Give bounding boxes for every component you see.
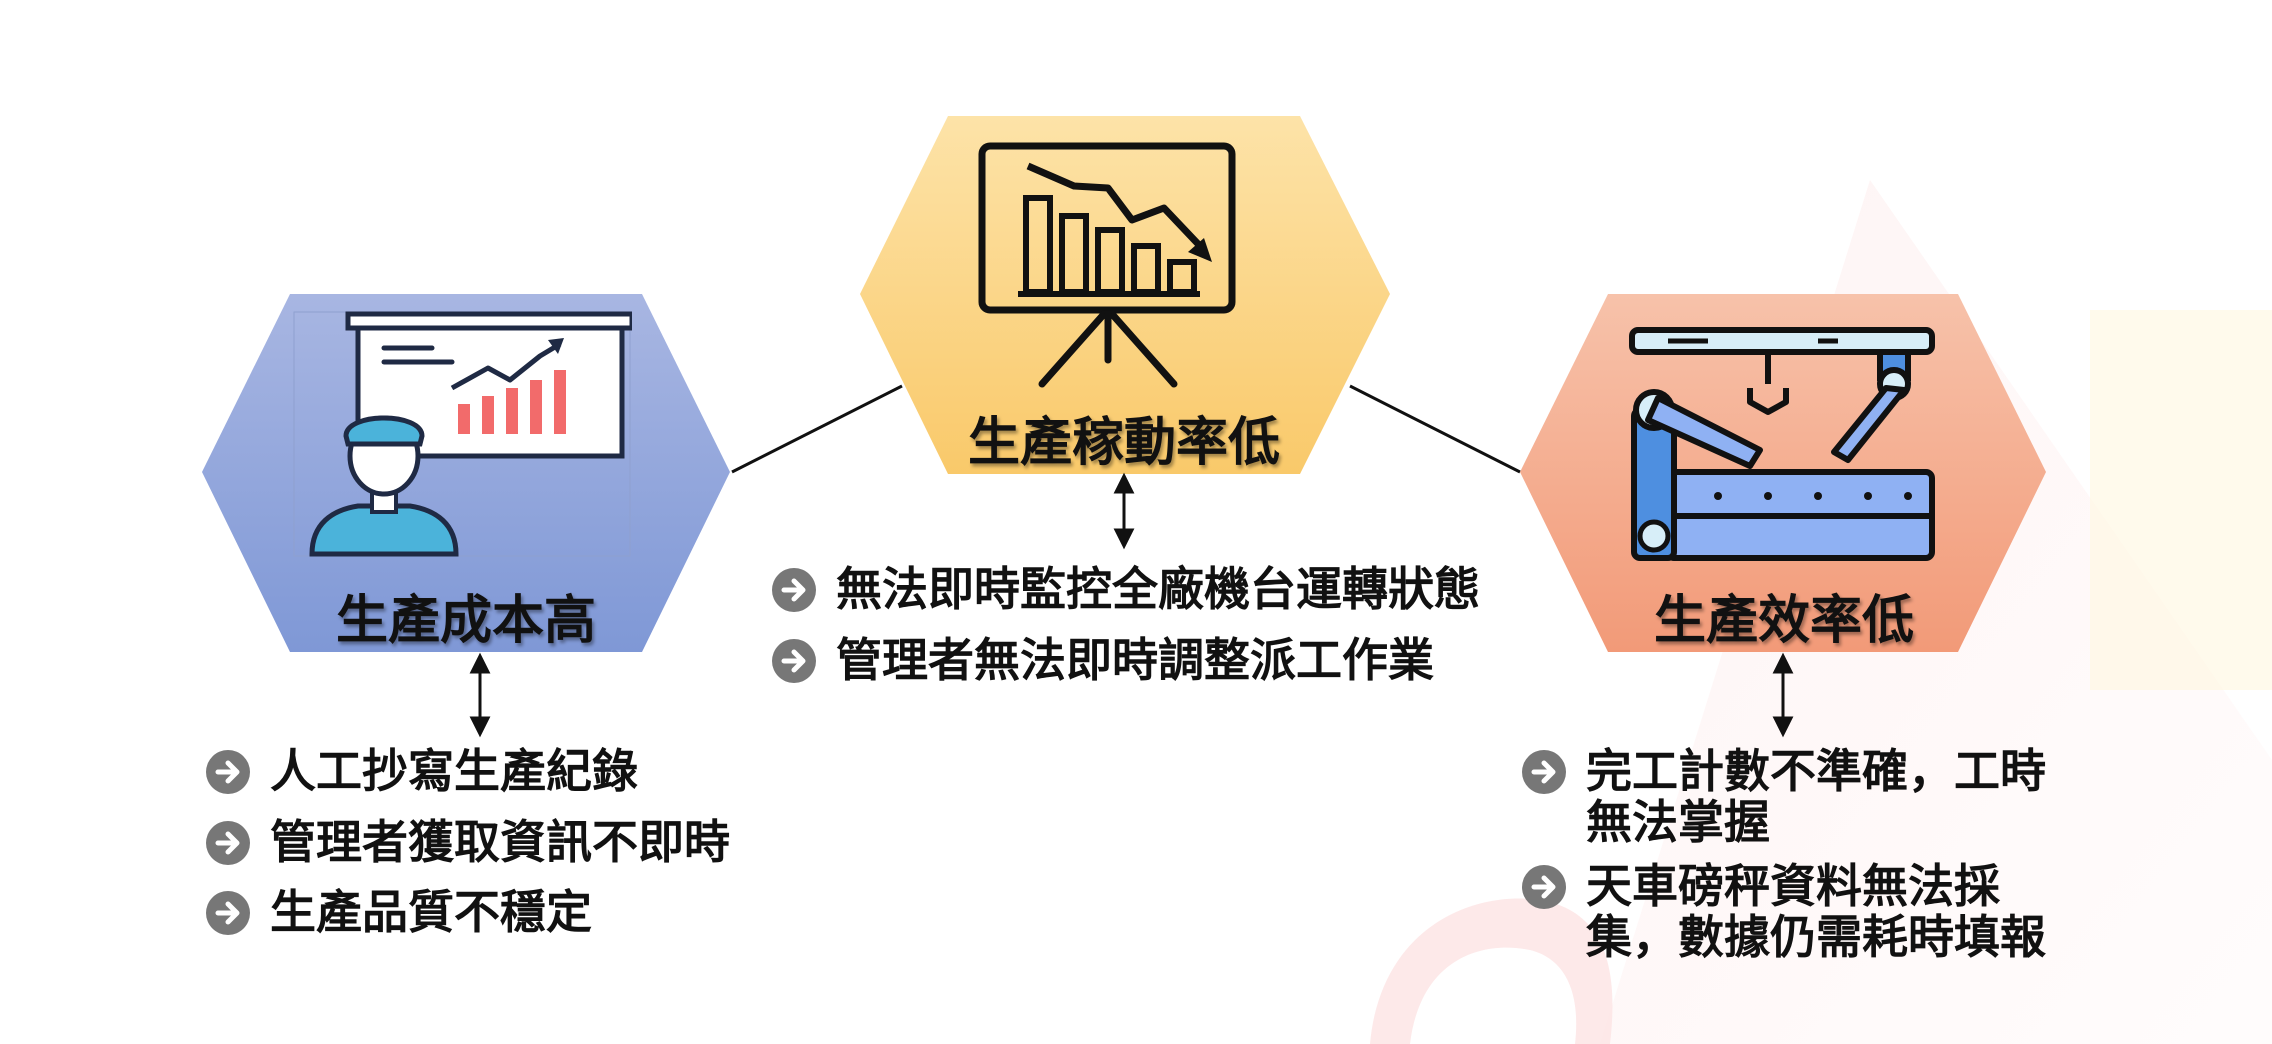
circle-arrow-right-icon — [772, 568, 816, 612]
circle-arrow-right-icon — [772, 638, 816, 683]
node-title-cost: 生產成本高 — [335, 591, 596, 651]
bullet-list-efficiency: 完工計數不準確，工時無法掌握 天車磅秤資料無法採集，數據仍需耗時填報 — [1522, 746, 2062, 982]
circle-arrow-right-icon — [206, 891, 250, 936]
connector-left — [731, 384, 903, 474]
presenter-chart-icon — [293, 311, 632, 557]
circle-arrow-right-icon — [1522, 865, 1566, 910]
list-item: 管理者無法即時調整派工作業 — [772, 634, 1532, 686]
declining-chart-board-icon — [978, 142, 1236, 388]
list-item: 人工抄寫生產紀錄 — [206, 746, 766, 797]
list-item: 生產品質不穩定 — [206, 887, 766, 938]
list-item: 管理者獲取資訊不即時 — [206, 816, 766, 868]
node-title-efficiency: 生產效率低 — [1653, 591, 1914, 651]
list-item: 天車磅秤資料無法採集，數據仍需耗時填報 — [1522, 861, 2062, 962]
bullet-list-utilization: 無法即時監控全廠機台運轉狀態 管理者無法即時調整派工作業 — [772, 564, 1532, 705]
connector-right — [1349, 384, 1521, 474]
node-title-utilization: 生產稼動率低 — [967, 413, 1280, 473]
list-item: 無法即時監控全廠機台運轉狀態 — [772, 564, 1532, 615]
circle-arrow-right-icon — [1522, 750, 1566, 794]
circle-arrow-right-icon — [206, 750, 250, 794]
circle-arrow-right-icon — [206, 820, 250, 865]
list-item: 完工計數不準確，工時無法掌握 — [1522, 746, 2062, 847]
robot-arm-assembly-icon — [1629, 327, 1935, 561]
bullet-list-cost: 人工抄寫生產紀錄 管理者獲取資訊不即時 生產品質不穩定 — [206, 746, 766, 958]
